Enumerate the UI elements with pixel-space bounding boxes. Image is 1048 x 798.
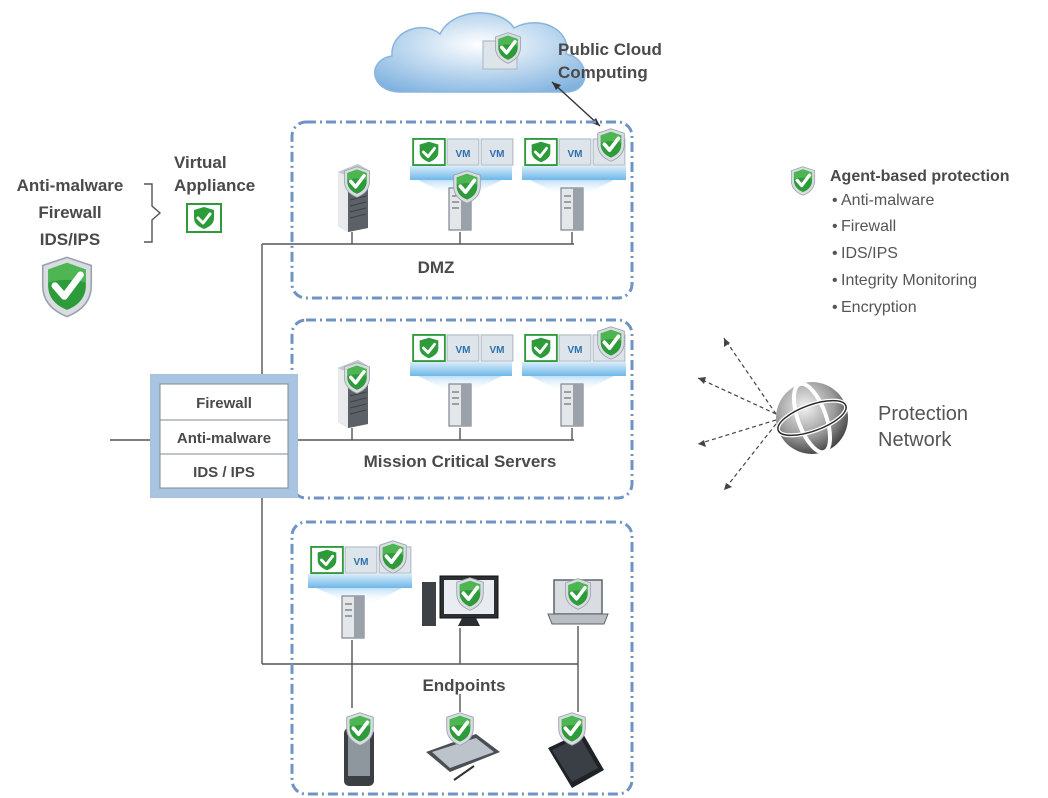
host-server-icon <box>560 187 584 231</box>
endpoint-netbook <box>548 712 604 788</box>
zone-label-dmz: DMZ <box>418 258 455 277</box>
virtual-appliance-line2: Appliance <box>174 176 255 195</box>
legend-item-firewall: Firewall <box>841 218 896 235</box>
host-server-icon <box>341 595 365 639</box>
vm-label: VM <box>568 149 583 160</box>
legend-bullet: • <box>832 218 838 235</box>
legend-shield-icon <box>790 166 816 196</box>
legend-bullet: • <box>832 245 838 262</box>
vm-label: VM <box>456 345 471 356</box>
vm-shield-icon <box>412 334 446 362</box>
feature-ids-ips: IDS/IPS <box>40 230 100 249</box>
legend-bullet: • <box>832 272 838 289</box>
globe-icon <box>775 381 849 455</box>
protection-network-line2: Network <box>878 429 952 451</box>
virtual-appliance-line1: Virtual <box>174 153 227 172</box>
protection-network: Protection Network <box>697 337 968 491</box>
virtual-appliance: Virtual Appliance <box>174 153 255 233</box>
host-server-icon <box>448 383 472 427</box>
zone-label-endpoints: Endpoints <box>422 676 505 695</box>
protection-network-rays <box>697 337 777 491</box>
legend-bullet: • <box>832 192 838 209</box>
vm-label: VM <box>456 149 471 160</box>
network-wires <box>110 232 579 712</box>
public-cloud: Public Cloud Computing <box>374 12 662 93</box>
zone-label-mission-critical: Mission Critical Servers <box>364 452 557 471</box>
legend-item-anti-malware: Anti-malware <box>841 192 934 209</box>
cloud-label-line1: Public Cloud <box>558 40 662 59</box>
zone-endpoints <box>290 520 634 796</box>
vm-label: VM <box>568 345 583 356</box>
feature-anti-malware: Anti-malware <box>17 176 124 195</box>
large-shield-icon <box>43 257 92 316</box>
cloud-label-line2: Computing <box>558 63 648 82</box>
legend-item-ids-ips: IDS/IPS <box>841 245 898 262</box>
endpoint-desktop <box>422 575 499 626</box>
legend-item-integrity-monitoring: Integrity Monitoring <box>841 272 977 289</box>
cloud-icon <box>374 12 586 93</box>
feature-bracket <box>144 183 162 243</box>
vm-label: VM <box>490 345 505 356</box>
virtual-appliance-shield-icon <box>186 203 222 233</box>
vm-label: VM <box>354 557 369 568</box>
mc-physical-server <box>337 359 371 428</box>
left-features: Anti-malware Firewall IDS/IPS <box>17 176 162 317</box>
gateway-stack: Firewall Anti-malware IDS / IPS <box>150 374 298 498</box>
vm-shield-icon <box>310 546 344 574</box>
vm-shield-icon <box>524 138 558 166</box>
endpoint-vm-host: VM <box>308 540 412 639</box>
endpoint-tablet <box>426 712 500 781</box>
vm-label: VM <box>490 149 505 160</box>
gateway-ids-ips: IDS / IPS <box>193 464 255 481</box>
feature-firewall: Firewall <box>38 203 101 222</box>
dmz-vm-host-1: VM VM <box>410 138 514 231</box>
dmz-vm-host-2: VM <box>522 128 626 231</box>
vm-shield-icon <box>412 138 446 166</box>
dmz-physical-server <box>337 163 371 232</box>
mc-vm-host-1: VM VM <box>410 334 514 427</box>
legend: Agent-based protection • Anti-malware • … <box>790 166 1010 316</box>
legend-item-encryption: Encryption <box>841 299 917 316</box>
endpoint-laptop <box>547 578 609 625</box>
zone-dmz <box>290 120 634 300</box>
vm-shield-icon <box>524 334 558 362</box>
legend-title: Agent-based protection <box>830 168 1010 185</box>
gateway-firewall: Firewall <box>196 395 252 412</box>
legend-bullet: • <box>832 299 838 316</box>
protection-network-line1: Protection <box>878 403 968 425</box>
mc-vm-host-2: VM <box>522 326 626 427</box>
endpoint-smartphone <box>344 712 375 786</box>
host-server-icon <box>560 383 584 427</box>
gateway-anti-malware: Anti-malware <box>177 430 271 447</box>
